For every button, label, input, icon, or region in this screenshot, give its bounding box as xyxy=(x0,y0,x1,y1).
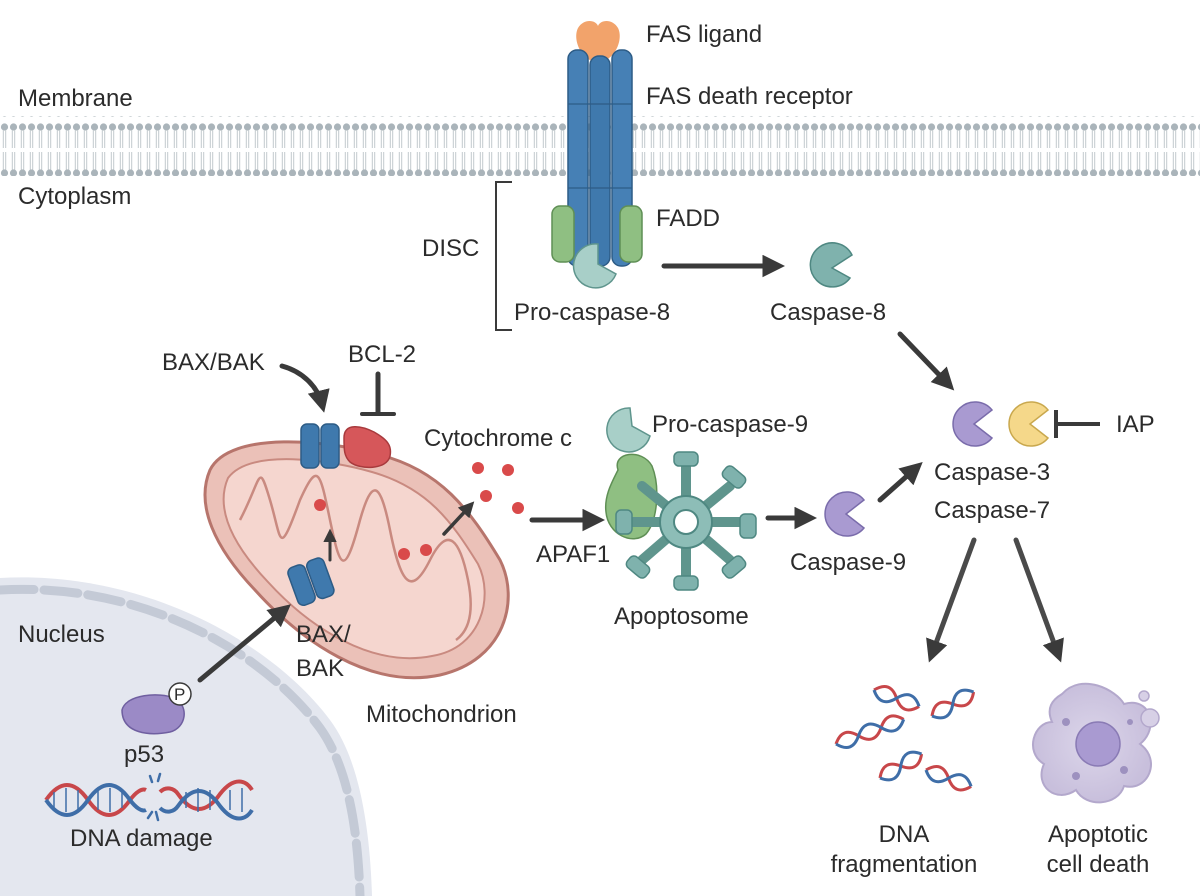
label-apoptosome: Apoptosome xyxy=(614,603,749,630)
dna-damage-helix xyxy=(44,772,254,822)
nucleus xyxy=(0,577,372,896)
label-fas-ligand: FAS ligand xyxy=(646,21,762,48)
mitochondrion xyxy=(203,440,510,680)
label-bax-line1: BAX/ xyxy=(296,621,351,648)
label-mitochondrion: Mitochondrion xyxy=(366,701,517,728)
label-dna-fragmentation-1: DNA xyxy=(879,821,930,848)
label-caspase-7: Caspase-7 xyxy=(934,497,1050,524)
iap-inhibition xyxy=(1054,410,1100,438)
arrow-caspase-to-cell-death xyxy=(1013,537,1064,663)
apoptotic-cell xyxy=(1032,682,1160,804)
caspase-9-shape xyxy=(824,491,866,537)
label-membrane: Membrane xyxy=(18,85,133,112)
caspase-7-shape xyxy=(1008,401,1050,447)
caspase-8-shape xyxy=(809,242,853,288)
arrow-p53-to-bax xyxy=(197,604,291,683)
cytochrome-c-dots xyxy=(472,462,524,514)
label-dna-fragmentation-2: fragmentation xyxy=(831,851,978,878)
label-nucleus: Nucleus xyxy=(18,621,105,648)
label-fadd: FADD xyxy=(656,205,720,232)
fas-ligand xyxy=(576,21,620,62)
label-apoptotic-1: Apoptotic xyxy=(1048,821,1148,848)
caspase-3-shape xyxy=(952,401,994,447)
apoptosome xyxy=(615,451,757,591)
label-cytoplasm: Cytoplasm xyxy=(18,183,131,210)
label-bax-bak-top: BAX/BAK xyxy=(162,349,265,376)
fadd-protein xyxy=(551,205,643,263)
dna-fragments xyxy=(834,684,976,792)
arrow-caspase9-to-caspase3 xyxy=(877,462,923,503)
pro-caspase-9-shape xyxy=(606,407,651,453)
label-apaf1: APAF1 xyxy=(536,541,610,568)
pro-caspase-8-shape xyxy=(572,243,617,289)
label-apoptotic-2: cell death xyxy=(1047,851,1150,878)
disc-bracket xyxy=(495,181,512,331)
arrow-caspase8-to-caspase3 xyxy=(897,331,955,391)
label-iap: IAP xyxy=(1116,411,1155,438)
pathway-arrows xyxy=(197,254,1064,683)
label-caspase-8: Caspase-8 xyxy=(770,299,886,326)
bax-bak-channel-bottom xyxy=(287,557,335,607)
label-p53: p53 xyxy=(124,741,164,768)
label-pro-caspase-8: Pro-caspase-8 xyxy=(514,299,670,326)
label-pro-caspase-9: Pro-caspase-9 xyxy=(652,411,808,438)
label-disc: DISC xyxy=(422,235,479,262)
label-caspase-3: Caspase-3 xyxy=(934,459,1050,486)
label-bcl2: BCL-2 xyxy=(348,341,416,368)
label-bax-line2: BAK xyxy=(296,655,344,682)
label-dna-damage: DNA damage xyxy=(70,825,213,852)
arrow-caspase-to-dna xyxy=(926,537,977,663)
label-cytochrome-c: Cytochrome c xyxy=(424,425,572,452)
label-caspase-9: Caspase-9 xyxy=(790,549,906,576)
bax-bak-channel-top xyxy=(300,423,340,469)
p53-protein xyxy=(121,682,192,735)
label-fas-receptor: FAS death receptor xyxy=(646,83,853,110)
label-phospho: P xyxy=(174,685,185,704)
arrow-baxbak-to-mito xyxy=(279,363,330,413)
arrow-mito-to-cytoc xyxy=(442,501,475,536)
bcl2-protein xyxy=(343,426,392,469)
